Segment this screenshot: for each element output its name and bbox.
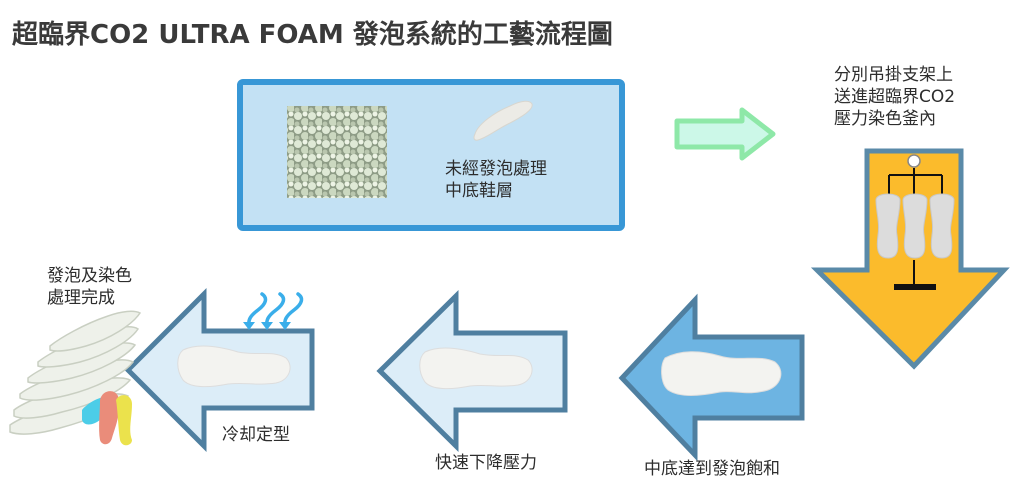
midsole-image (177, 345, 291, 388)
step5-label: 冷却定型 (222, 425, 290, 445)
saturation-left-arrow (618, 293, 805, 462)
green-right-arrow (674, 107, 776, 161)
yellow-down-arrow (810, 148, 1010, 370)
foam-beads-image (287, 106, 387, 198)
step1-label-line1: 未經發泡處理 (445, 159, 547, 179)
hung-insoles (875, 193, 955, 259)
step2-label: 分別吊掛支架上 送進超臨界CO2 壓力染色釜內 (834, 64, 955, 130)
midsole-image (661, 351, 782, 396)
cooling-arrowheads-icon (243, 322, 291, 330)
step3-label: 中底達到發泡飽和 (644, 459, 780, 479)
weight-bar (894, 284, 936, 290)
cooling-waves-icon (247, 292, 304, 328)
midsole-image (419, 347, 533, 390)
step4-label: 快速下降壓力 (435, 453, 537, 473)
step2-label-line2: 送進超臨界CO2 (834, 87, 956, 107)
step1-label: 未經發泡處理 中底鞋層 (445, 158, 547, 202)
step2-label-line3: 壓力染色釜內 (834, 109, 936, 129)
page-title: 超臨界CO2 ULTRA FOAM 發泡系統的工藝流程圖 (12, 20, 613, 50)
step6-label-line1: 發泡及染色 (47, 266, 132, 286)
hanger-hook-icon (907, 154, 921, 168)
yellow-insole (116, 395, 132, 446)
step6-label-line2: 處理完成 (47, 288, 115, 308)
cooling-left-arrow (124, 287, 315, 453)
step2-label-line1: 分別吊掛支架上 (834, 65, 953, 85)
step-raw-midsole-box (237, 79, 625, 231)
red-insole (99, 391, 120, 445)
step6-label: 發泡及染色 處理完成 (47, 265, 132, 309)
finished-products-image (9, 310, 142, 446)
midsole-image (473, 100, 533, 141)
step1-label-line2: 中底鞋層 (445, 181, 513, 201)
depressurize-left-arrow (376, 290, 568, 452)
